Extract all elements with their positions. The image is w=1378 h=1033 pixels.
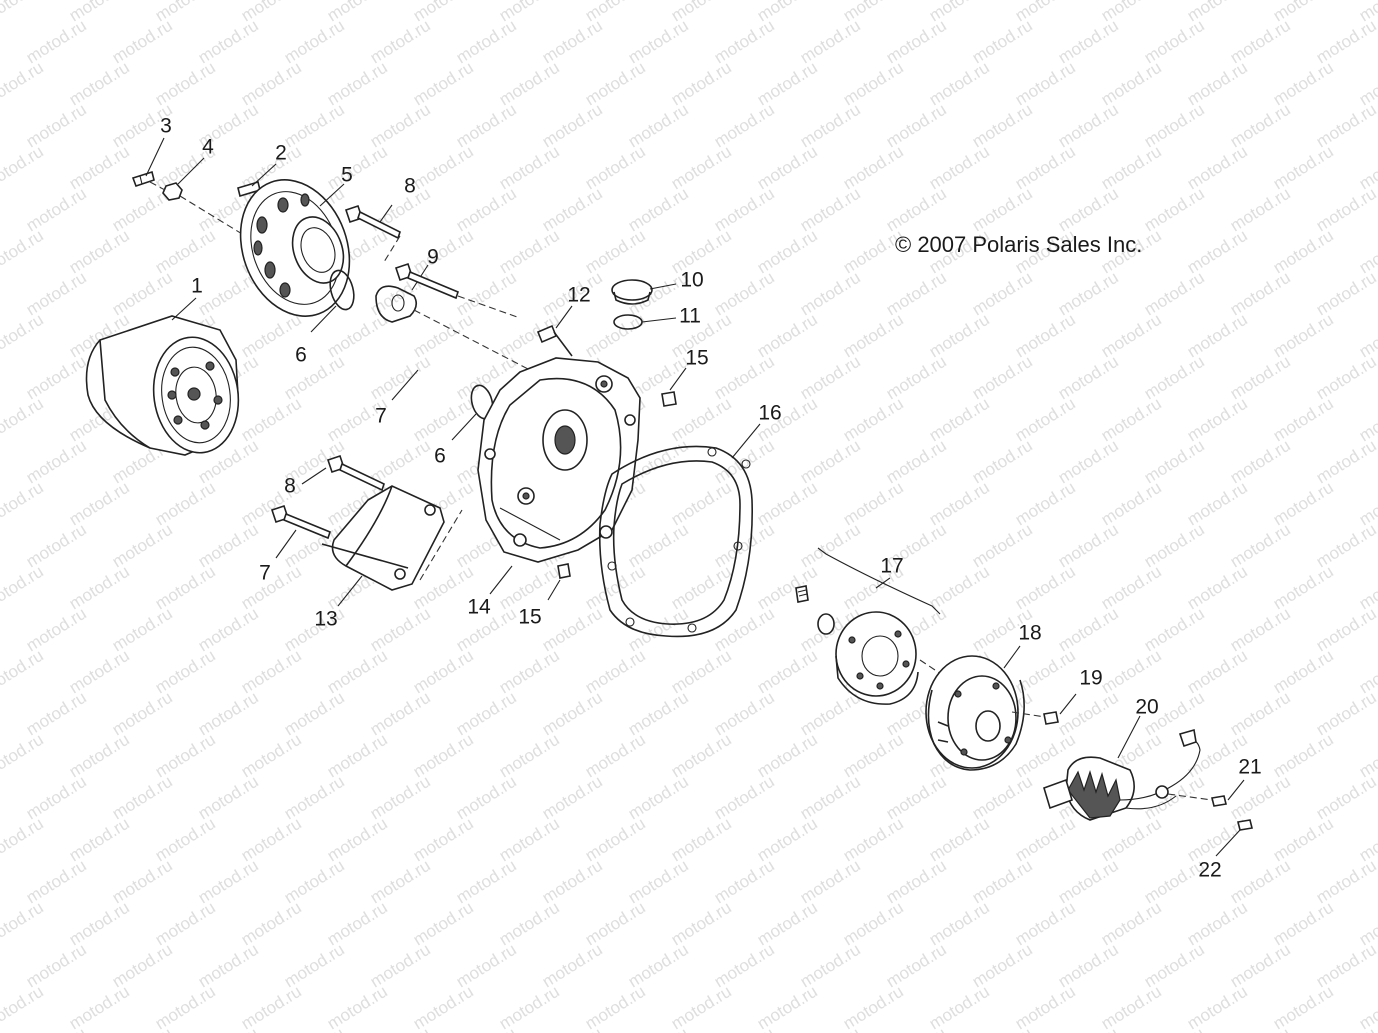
oil-filter bbox=[85, 315, 240, 456]
part-label-19: 19 bbox=[1079, 666, 1103, 690]
part-label-5: 5 bbox=[341, 163, 353, 187]
guard-plate-13 bbox=[321, 485, 445, 591]
part-label-22: 22 bbox=[1198, 858, 1222, 882]
part-label-7-lower: 7 bbox=[259, 561, 271, 585]
flywheel-18 bbox=[925, 655, 1025, 771]
key-17 bbox=[795, 585, 809, 603]
screw-21 bbox=[1211, 795, 1227, 807]
part-label-20: 20 bbox=[1135, 695, 1159, 719]
washer-17 bbox=[817, 613, 835, 635]
cover-gasket-16 bbox=[598, 445, 753, 638]
part-label-9: 9 bbox=[427, 245, 439, 269]
bolt-12 bbox=[536, 324, 573, 357]
bolt-7-upper bbox=[394, 262, 459, 300]
plug-15-lower bbox=[557, 563, 571, 579]
bolt-8-lower bbox=[326, 454, 385, 492]
part-label-15-lower: 15 bbox=[518, 605, 542, 629]
part-label-15-upper: 15 bbox=[685, 346, 709, 370]
part-label-6-upper: 6 bbox=[295, 343, 307, 367]
o-ring-11 bbox=[613, 314, 643, 330]
plug-15-upper bbox=[661, 391, 677, 407]
bolt-3 bbox=[131, 170, 155, 188]
part-label-21: 21 bbox=[1238, 755, 1262, 779]
part-label-17: 17 bbox=[880, 554, 904, 578]
part-label-8-lower: 8 bbox=[284, 474, 296, 498]
part-label-4: 4 bbox=[202, 135, 214, 159]
nut-4 bbox=[162, 182, 183, 201]
copyright-notice: © 2007 Polaris Sales Inc. bbox=[895, 232, 1143, 257]
part-label-14: 14 bbox=[467, 595, 491, 619]
starter-clutch-17 bbox=[835, 611, 919, 705]
part-label-16: 16 bbox=[758, 401, 782, 425]
bolt-8-upper bbox=[344, 204, 401, 240]
stator-20 bbox=[1043, 728, 1201, 821]
screw-22 bbox=[1237, 819, 1253, 831]
o-ring-6-upper bbox=[329, 269, 355, 311]
part-label-10: 10 bbox=[680, 268, 704, 292]
filter-adapter bbox=[239, 179, 351, 317]
part-label-3: 3 bbox=[160, 114, 172, 138]
part-label-18: 18 bbox=[1018, 621, 1042, 645]
part-label-6-lower: 6 bbox=[434, 444, 446, 468]
bracket-17 bbox=[817, 547, 941, 615]
part-label-1: 1 bbox=[191, 274, 203, 298]
part-label-2: 2 bbox=[275, 141, 287, 165]
part-label-13: 13 bbox=[314, 607, 338, 631]
part-label-12: 12 bbox=[567, 283, 591, 307]
part-label-8-upper: 8 bbox=[404, 174, 416, 198]
part-label-11: 11 bbox=[679, 304, 701, 328]
gasket-9 bbox=[375, 285, 418, 323]
plug-cap-10 bbox=[611, 279, 653, 305]
part-label-7-upper: 7 bbox=[375, 404, 387, 428]
crankcase-cover-14 bbox=[477, 357, 641, 563]
bolt-7-lower bbox=[270, 504, 331, 540]
bolt-19 bbox=[1043, 711, 1059, 725]
